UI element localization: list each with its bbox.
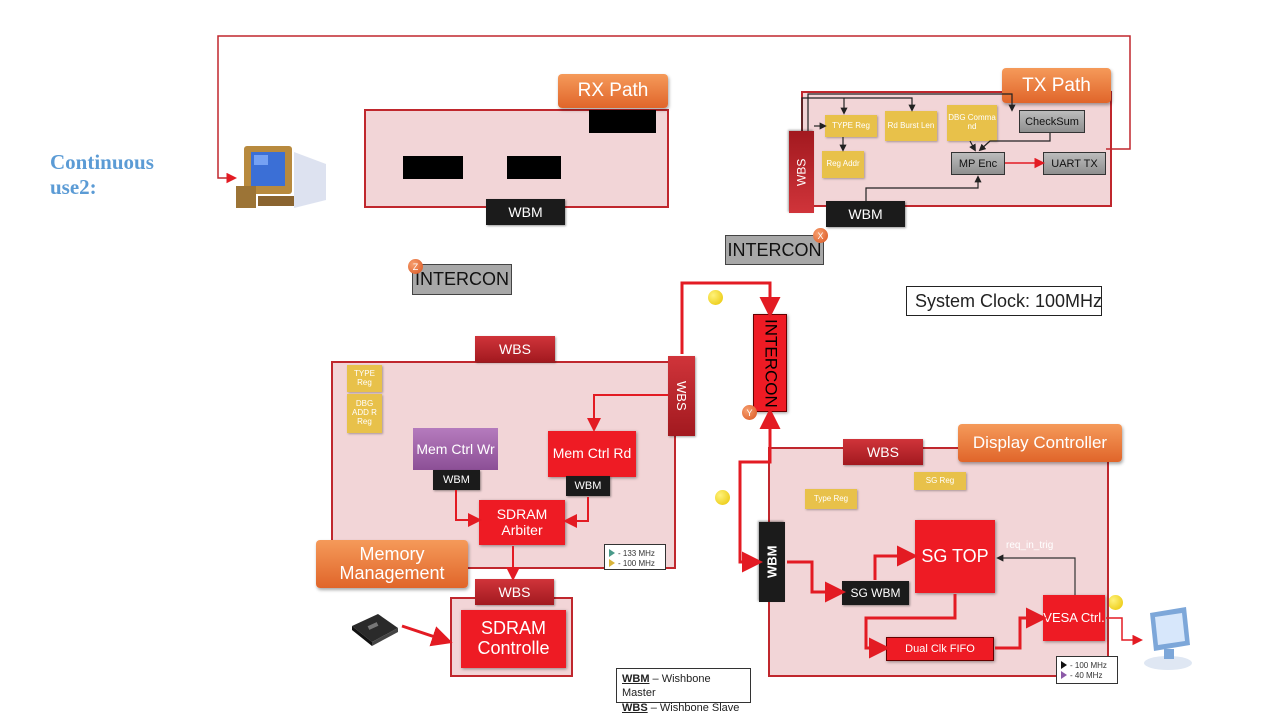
clock-100-label: - 100 MHz bbox=[618, 558, 655, 568]
tx-checksum: CheckSum bbox=[1019, 110, 1085, 133]
sg-wbm: SG WBM bbox=[842, 581, 909, 605]
clock-40-icon bbox=[1061, 671, 1067, 679]
display-clock-legend: - 100 MHz - 40 MHz bbox=[1056, 656, 1118, 684]
clock-133-icon bbox=[609, 549, 615, 557]
wire-vesa-monitor bbox=[1106, 617, 1143, 646]
display-wbm: WBM bbox=[759, 522, 785, 602]
system-clock-label: System Clock: 100MHz bbox=[906, 286, 1102, 316]
memory-wbs-right: WBS bbox=[668, 356, 695, 436]
display-sg-reg: SG Reg bbox=[914, 472, 966, 490]
sdram-wbs: WBS bbox=[475, 579, 554, 605]
rx-path-label: RX Path bbox=[558, 74, 668, 108]
marker-2 bbox=[715, 490, 730, 505]
tx-wbs: WBS bbox=[789, 131, 814, 213]
rx-wbm: WBM bbox=[486, 199, 565, 225]
req-in-trig-label: req_in_trig bbox=[1006, 540, 1054, 551]
mem-ctrl-rd-wbm: WBM bbox=[566, 476, 610, 496]
display-wbs: WBS bbox=[843, 439, 923, 465]
intercon-y: INTERCON bbox=[753, 314, 787, 412]
clock-100-label-b: - 100 MHz bbox=[1070, 660, 1107, 670]
legend-wbm-abbr: WBM bbox=[622, 673, 650, 685]
tx-type-reg: TYPE Reg bbox=[825, 115, 877, 137]
sdram-arbiter: SDRAM Arbiter bbox=[479, 500, 565, 545]
tx-reg-addr: Reg Addr bbox=[822, 151, 864, 178]
slide-title: Continuous use2: bbox=[50, 150, 154, 200]
legend-wbs-desc: – Wishbone Slave bbox=[647, 701, 740, 714]
sg-top: SG TOP bbox=[915, 520, 995, 593]
intercon-z: INTERCON bbox=[412, 264, 512, 295]
clock-133-label: - 133 MHz bbox=[618, 548, 655, 558]
clock-40-label: - 40 MHz bbox=[1070, 670, 1103, 680]
marker-1 bbox=[708, 290, 723, 305]
mem-ctrl-wr: Mem Ctrl Wr bbox=[413, 428, 498, 470]
display-controller-label: Display Controller bbox=[958, 424, 1122, 462]
tx-dbg-command: DBG Comma nd bbox=[947, 105, 997, 141]
mem-ctrl-wr-wbm: WBM bbox=[433, 470, 480, 490]
abbreviation-legend: WBM – Wishbone Master WBS – Wishbone Sla… bbox=[616, 668, 751, 714]
display-type-reg: Type Reg bbox=[805, 489, 857, 509]
sdram-chip-icon bbox=[348, 612, 400, 648]
marker-5 bbox=[1108, 595, 1123, 610]
memory-management-label: Memory Management bbox=[316, 540, 468, 588]
legend-wbm-desc: – Wishbone Master bbox=[622, 673, 711, 700]
mem-ctrl-rd: Mem Ctrl Rd bbox=[548, 431, 636, 477]
rx-black-block-3 bbox=[589, 110, 656, 133]
intercon-y-badge: Y bbox=[742, 405, 757, 420]
computer-icon bbox=[234, 142, 330, 212]
intercon-x: INTERCON bbox=[725, 235, 824, 265]
intercon-x-badge: X bbox=[813, 228, 828, 243]
clock-100-icon-b bbox=[1061, 661, 1067, 669]
sdram-controller: SDRAM Controlle bbox=[461, 610, 566, 668]
memory-type-reg: TYPE Reg bbox=[347, 365, 382, 392]
vesa-ctrl: VESA Ctrl. bbox=[1043, 595, 1105, 641]
clock-100-icon bbox=[609, 559, 615, 567]
tx-uart-tx: UART TX bbox=[1043, 152, 1106, 175]
tx-wbm: WBM bbox=[826, 201, 905, 227]
dual-clk-fifo: Dual Clk FIFO bbox=[886, 637, 994, 661]
tx-rd-burst-len: Rd Burst Len bbox=[885, 111, 937, 141]
memory-dbg-addr-reg: DBG ADD R Reg bbox=[347, 394, 382, 433]
tx-path-label: TX Path bbox=[1002, 68, 1111, 103]
legend-wbs-abbr: WBS bbox=[622, 701, 648, 714]
monitor-icon bbox=[1140, 605, 1196, 671]
wire-chip-sdram bbox=[401, 624, 453, 647]
intercon-z-badge: Z bbox=[408, 259, 423, 274]
wire-intercon-dispwbm bbox=[738, 540, 763, 573]
memory-clock-legend: - 133 MHz - 100 MHz bbox=[604, 544, 666, 570]
rx-black-block-1 bbox=[403, 156, 463, 179]
memory-wbs-top: WBS bbox=[475, 336, 555, 362]
rx-black-block-2 bbox=[507, 156, 561, 179]
tx-mp-enc: MP Enc bbox=[951, 152, 1005, 175]
